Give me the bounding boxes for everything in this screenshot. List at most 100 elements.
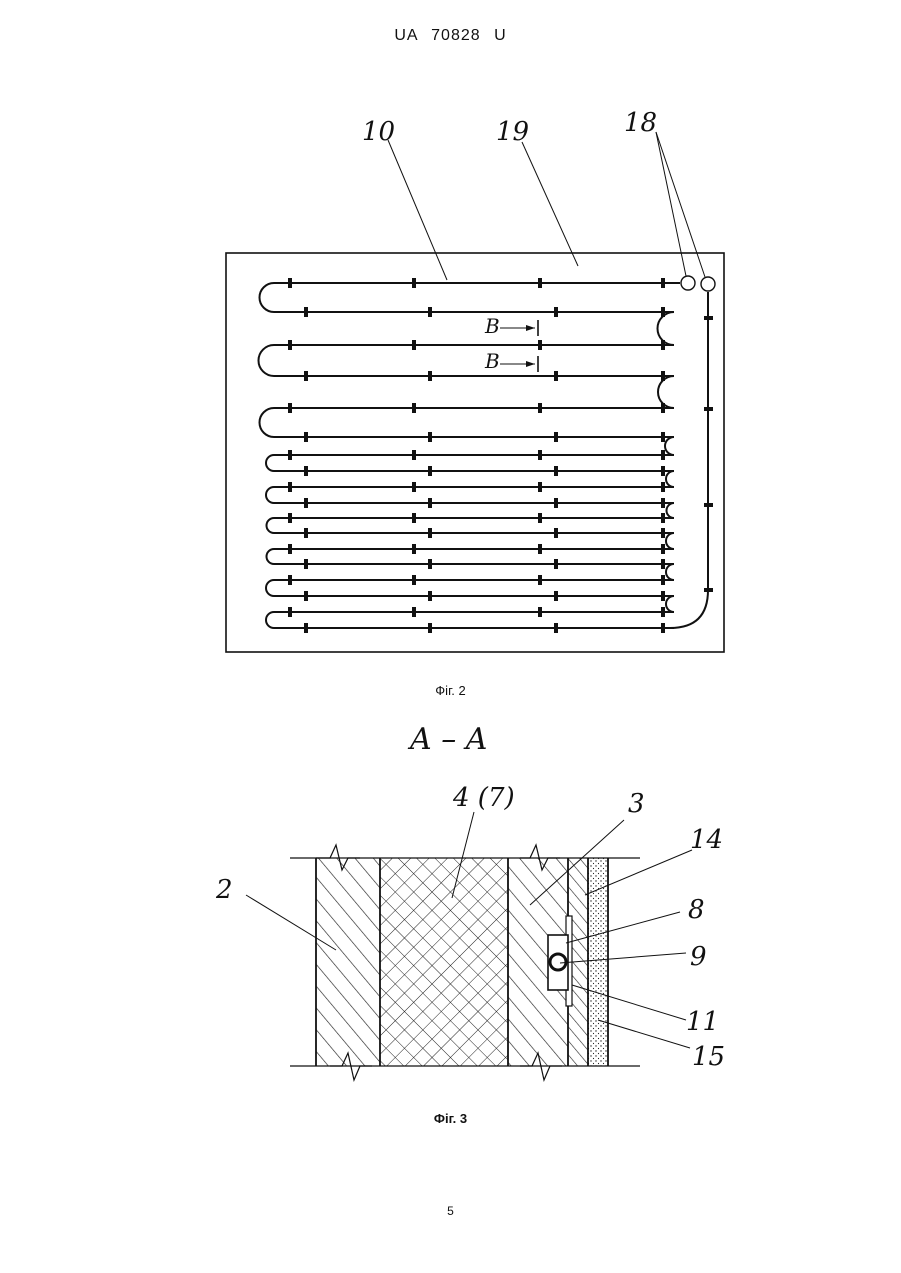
pipe-clamp <box>661 544 665 554</box>
pipe-clamp <box>428 432 432 442</box>
pipe-clamp <box>288 513 292 523</box>
pipe-clamp <box>412 482 416 492</box>
pipe-clamp <box>428 307 432 317</box>
leader-10 <box>388 140 447 280</box>
pipe-clamp <box>661 559 665 569</box>
pipe-clamp <box>704 503 713 507</box>
figure-2-caption: Фіг. 2 <box>0 683 901 698</box>
pipe-clamp <box>428 591 432 601</box>
pipe-clamp <box>661 513 665 523</box>
pipe-clamp <box>538 403 542 413</box>
pipe-clamp <box>554 307 558 317</box>
serpentine-pipe <box>259 283 681 628</box>
label-8: 8 <box>688 895 705 925</box>
label-10: 10 <box>362 117 395 147</box>
pipe-clamp <box>661 450 665 460</box>
pipe-clamp <box>554 528 558 538</box>
figure-3-caption: Фіг. 3 <box>0 1111 901 1126</box>
label-14: 14 <box>690 825 723 855</box>
pipe-clamp <box>412 340 416 350</box>
pipe-clamp <box>412 278 416 288</box>
pipe-clamp <box>288 403 292 413</box>
pipe-clamp <box>554 466 558 476</box>
label-3: 3 <box>628 789 645 819</box>
pipe-clamp <box>661 591 665 601</box>
return-pipe-bend <box>670 590 708 628</box>
pipe-clamp <box>704 588 713 592</box>
pipe-clamp <box>288 450 292 460</box>
pipe-clamp <box>554 623 558 633</box>
pipe-clamp <box>538 450 542 460</box>
pipe-clamp <box>412 575 416 585</box>
pipe-clamp <box>661 403 665 413</box>
pipe-clamp <box>428 559 432 569</box>
pipe-clamp <box>428 528 432 538</box>
figure-2: 10 19 18 B B <box>226 108 724 652</box>
leader-18a <box>656 132 686 276</box>
pipe-clamp <box>538 482 542 492</box>
pipe-clamp <box>661 371 665 381</box>
pipe-clamp <box>304 623 308 633</box>
pipe-clamp <box>661 432 665 442</box>
pipe-clamp <box>288 607 292 617</box>
pipe-clamp <box>661 340 665 350</box>
pipe-clamp <box>304 498 308 508</box>
pipe-clamp <box>554 559 558 569</box>
label-2: 2 <box>215 875 233 905</box>
pipe-clamp <box>304 371 308 381</box>
pipe-clamp <box>538 575 542 585</box>
pipe-clamp <box>412 403 416 413</box>
page-number: 5 <box>0 1204 901 1218</box>
pipe-clamp <box>304 559 308 569</box>
pipe-clamp <box>661 623 665 633</box>
pipe-clamp <box>661 528 665 538</box>
pipe-clamp <box>288 482 292 492</box>
pipe-clamp <box>538 513 542 523</box>
leader-18b <box>656 132 705 277</box>
leader-19 <box>522 142 578 266</box>
label-19: 19 <box>496 117 529 147</box>
pipe-clamp <box>538 278 542 288</box>
pipe-clamp <box>288 544 292 554</box>
pipe-clamp <box>428 466 432 476</box>
section-mark-bottom: B <box>484 349 538 373</box>
label-9: 9 <box>690 942 707 972</box>
pipe-clamp <box>661 466 665 476</box>
pipe-clamp <box>661 607 665 617</box>
pipe-clamp <box>304 591 308 601</box>
pipe-clamp <box>554 432 558 442</box>
pipe-clamp <box>661 278 665 288</box>
pipe-clamp <box>428 623 432 633</box>
svg-text:B: B <box>484 314 500 338</box>
port-circle-left <box>681 276 695 290</box>
label-18: 18 <box>624 108 657 138</box>
layer-2 <box>316 858 380 1066</box>
pipe-clamp <box>428 498 432 508</box>
layer-4-core <box>380 858 508 1066</box>
pipe-clamp <box>538 544 542 554</box>
pipe-clamp <box>704 316 713 320</box>
pipe-clamp <box>412 513 416 523</box>
pipe-clamp <box>412 450 416 460</box>
pipe-clamp <box>288 340 292 350</box>
pipe-clamp <box>554 498 558 508</box>
pipe-clamp <box>288 278 292 288</box>
pipe-clamp <box>554 371 558 381</box>
pipe-clamp <box>554 591 558 601</box>
pipe-clamp <box>304 432 308 442</box>
svg-text:B: B <box>484 349 500 373</box>
pipe-clamp <box>661 482 665 492</box>
pipe-clamp <box>288 575 292 585</box>
label-11: 11 <box>686 1007 719 1037</box>
pipe-clamp <box>538 340 542 350</box>
figure-3: A – A <box>215 722 725 1080</box>
pipe-clamp <box>661 575 665 585</box>
label-15: 15 <box>692 1042 725 1072</box>
pipe-clamp <box>704 407 713 411</box>
pipe-clamp <box>304 466 308 476</box>
section-mark-top: B <box>484 314 538 338</box>
pipe-clamp <box>661 498 665 508</box>
section-title-a-a: A – A <box>407 722 487 757</box>
port-circle-right <box>701 277 715 291</box>
